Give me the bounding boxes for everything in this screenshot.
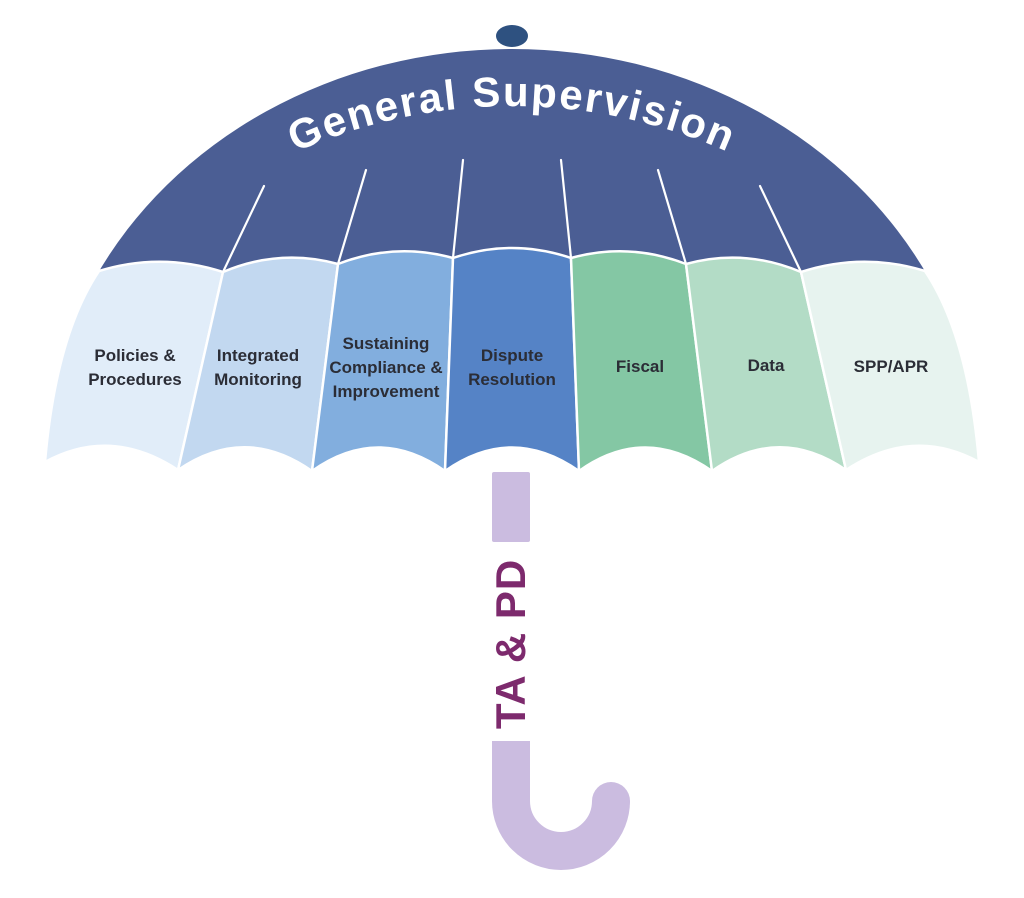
panel-label-data: Data — [747, 355, 785, 375]
rib-line — [559, 158, 573, 260]
panel-label-integrated-monitoring: Integrated Monitoring — [214, 345, 302, 389]
canopy-ribs — [221, 158, 803, 274]
umbrella-panels — [43, 246, 981, 473]
umbrella-ferrule-icon — [496, 25, 528, 47]
panel-label-dispute-resolution: Dispute Resolution — [468, 345, 556, 389]
panel-label-policies-procedures: Policies & Procedures — [88, 345, 182, 389]
panel-label-sustaining-compliance-improvement: Sustaining Compliance & Improvement — [329, 333, 443, 402]
rib-line — [451, 158, 465, 260]
rib-line — [656, 168, 688, 266]
rib-line — [758, 184, 803, 274]
panel-spp-apr — [799, 260, 981, 472]
rib-line — [336, 168, 368, 266]
handle-shaft — [492, 472, 530, 542]
panel-label-fiscal: Fiscal — [615, 356, 665, 376]
handle-hook-tip — [592, 782, 630, 820]
handle-hook — [492, 741, 630, 870]
rib-line — [221, 184, 266, 274]
panel-policies-procedures — [43, 260, 225, 472]
handle-label: TA & PD — [487, 558, 534, 730]
panel-label-spp-apr: SPP/APR — [853, 356, 929, 376]
umbrella-canopy — [94, 48, 930, 280]
